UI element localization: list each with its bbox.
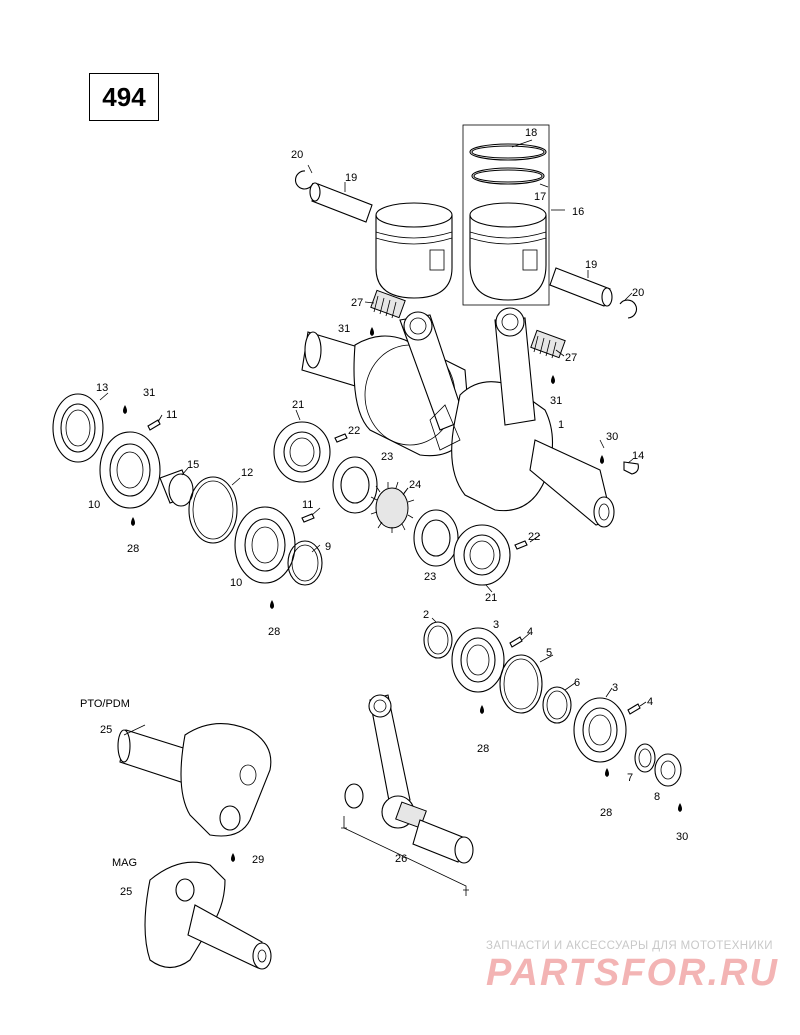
o-ring-5 (499, 654, 543, 714)
label-mag: MAG (112, 857, 137, 869)
circlip-left (294, 170, 314, 190)
seal-23-lower (413, 509, 459, 567)
o-ring-12 (188, 476, 238, 544)
label-28b: 28 (268, 626, 280, 638)
label-21a: 21 (292, 399, 304, 411)
piston-pin-right (549, 267, 613, 307)
ball-bearing-3b (573, 697, 627, 763)
loctite-drops (123, 327, 682, 862)
page-number-box: 494 (89, 73, 159, 121)
needle-bearing-right (530, 329, 566, 359)
label-31c: 31 (143, 387, 155, 399)
label-25b: 25 (120, 886, 132, 898)
ball-bearing-10a (99, 431, 161, 509)
label-11a: 11 (166, 409, 177, 421)
label-22b: 22 (528, 531, 540, 543)
piston-rings-frame (462, 124, 550, 306)
oil-seal-13 (52, 393, 104, 463)
label-19a: 19 (345, 172, 357, 184)
ring-15 (159, 469, 194, 507)
piston-right (469, 202, 547, 301)
label-10b: 10 (230, 577, 242, 589)
label-28d: 28 (600, 807, 612, 819)
label-16: 16 (572, 206, 584, 218)
ball-bearing-3a (451, 627, 505, 693)
label-22a: 22 (348, 425, 360, 437)
label-30a: 30 (606, 431, 618, 443)
ball-bearing-10b (234, 506, 296, 584)
watermark-subtitle: ЗАПЧАСТИ И АКСЕССУАРЫ ДЛЯ МОТОТЕХНИКИ (486, 940, 773, 952)
crank-half-pto (117, 723, 272, 837)
part-labels: 18 17 16 20 19 19 20 27 31 27 31 13 31 1… (80, 127, 688, 898)
label-28a: 28 (127, 543, 139, 555)
label-5: 5 (546, 647, 552, 659)
label-9: 9 (325, 541, 331, 553)
label-2: 2 (423, 609, 429, 621)
seal-23-upper (332, 456, 378, 514)
label-29: 29 (252, 854, 264, 866)
page-number: 494 (102, 81, 146, 112)
piston-pin-left (309, 182, 373, 223)
ring-6 (542, 686, 572, 724)
label-28c: 28 (477, 743, 489, 755)
needle-bearing-left (370, 289, 406, 319)
label-21b: 21 (485, 592, 497, 604)
label-7: 7 (627, 772, 633, 784)
label-31b: 31 (550, 395, 562, 407)
label-31a: 31 (338, 323, 350, 335)
piston-left (375, 202, 453, 299)
connecting-rod-kit (341, 694, 474, 896)
label-8: 8 (654, 791, 660, 803)
crank-half-mag (144, 861, 272, 970)
washer-7 (634, 743, 656, 773)
circlip-right (619, 299, 637, 319)
label-30b: 30 (676, 831, 688, 843)
ring-2 (423, 621, 453, 659)
ring-9 (287, 540, 323, 586)
label-4b: 4 (647, 696, 653, 708)
label-4a: 4 (527, 626, 533, 638)
label-17: 17 (534, 191, 546, 203)
label-18: 18 (525, 127, 537, 139)
dowel-pins (147, 419, 641, 715)
label-pto: PTO/PDM (80, 698, 130, 710)
label-12: 12 (241, 467, 253, 479)
label-23a: 23 (381, 451, 393, 463)
label-1: 1 (558, 419, 564, 431)
bearing-21-lower (453, 524, 511, 586)
label-13: 13 (96, 382, 108, 394)
crankshaft-assembly (301, 307, 615, 528)
bearing-21-upper (273, 421, 331, 483)
label-10a: 10 (88, 499, 100, 511)
watermark-logo: PARTSFOR.RU (486, 952, 779, 994)
gear-24 (370, 481, 415, 533)
woodruff-key-14 (623, 461, 639, 475)
label-25a: 25 (100, 724, 112, 736)
nut-8 (654, 753, 682, 787)
label-15: 15 (187, 459, 199, 471)
label-27b: 27 (565, 352, 577, 364)
label-11b: 11 (302, 499, 313, 511)
leader-lines (99, 139, 647, 736)
label-23b: 23 (424, 571, 436, 583)
label-20a: 20 (291, 149, 303, 161)
label-3a: 3 (493, 619, 499, 631)
label-24: 24 (409, 479, 421, 491)
label-3b: 3 (612, 682, 618, 694)
label-27a: 27 (351, 297, 363, 309)
label-14: 14 (632, 450, 644, 462)
label-20b: 20 (632, 287, 644, 299)
piston-rings (469, 143, 547, 185)
label-6: 6 (574, 677, 580, 689)
label-26: 26 (395, 853, 407, 865)
label-19b: 19 (585, 259, 597, 271)
